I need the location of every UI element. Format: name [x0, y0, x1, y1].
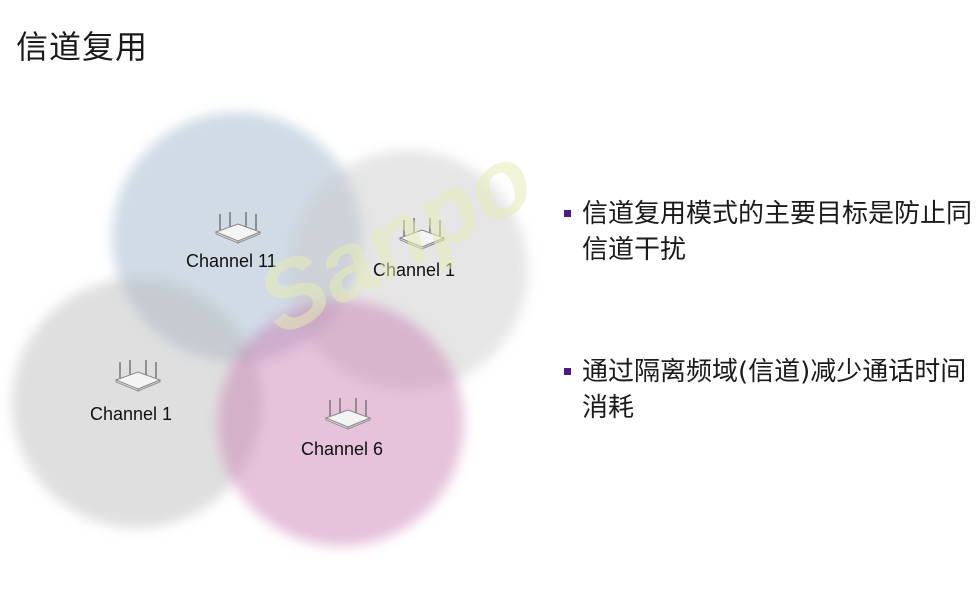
coverage-cell-channel-1-left	[12, 278, 262, 528]
slide-title: 信道复用	[16, 28, 149, 66]
bullet-list: 信道复用模式的主要目标是防止同信道干扰 通过隔离频域(信道)减少通话时间消耗	[562, 196, 972, 426]
bullet-item: 通过隔离频域(信道)减少通话时间消耗	[562, 354, 972, 426]
access-point-icon	[112, 358, 164, 392]
channel-reuse-diagram: Channel 11 Channel 1 Channel 1 Channel 6…	[12, 112, 550, 546]
bullet-text: 通过隔离频域(信道)减少通话时间消耗	[582, 357, 967, 423]
channel-label: Channel 11	[186, 251, 277, 271]
access-point-icon	[396, 216, 448, 250]
access-point-icon	[212, 210, 264, 244]
bullet-square-icon	[564, 368, 571, 375]
access-point-icon	[322, 396, 374, 430]
bullet-item: 信道复用模式的主要目标是防止同信道干扰	[562, 196, 972, 268]
bullet-square-icon	[564, 210, 571, 217]
bullet-text: 信道复用模式的主要目标是防止同信道干扰	[582, 199, 973, 265]
channel-label: Channel 1	[373, 260, 456, 280]
coverage-cell-channel-1-right	[288, 150, 528, 390]
channel-label: Channel 1	[90, 404, 173, 424]
channel-label: Channel 6	[301, 439, 384, 459]
